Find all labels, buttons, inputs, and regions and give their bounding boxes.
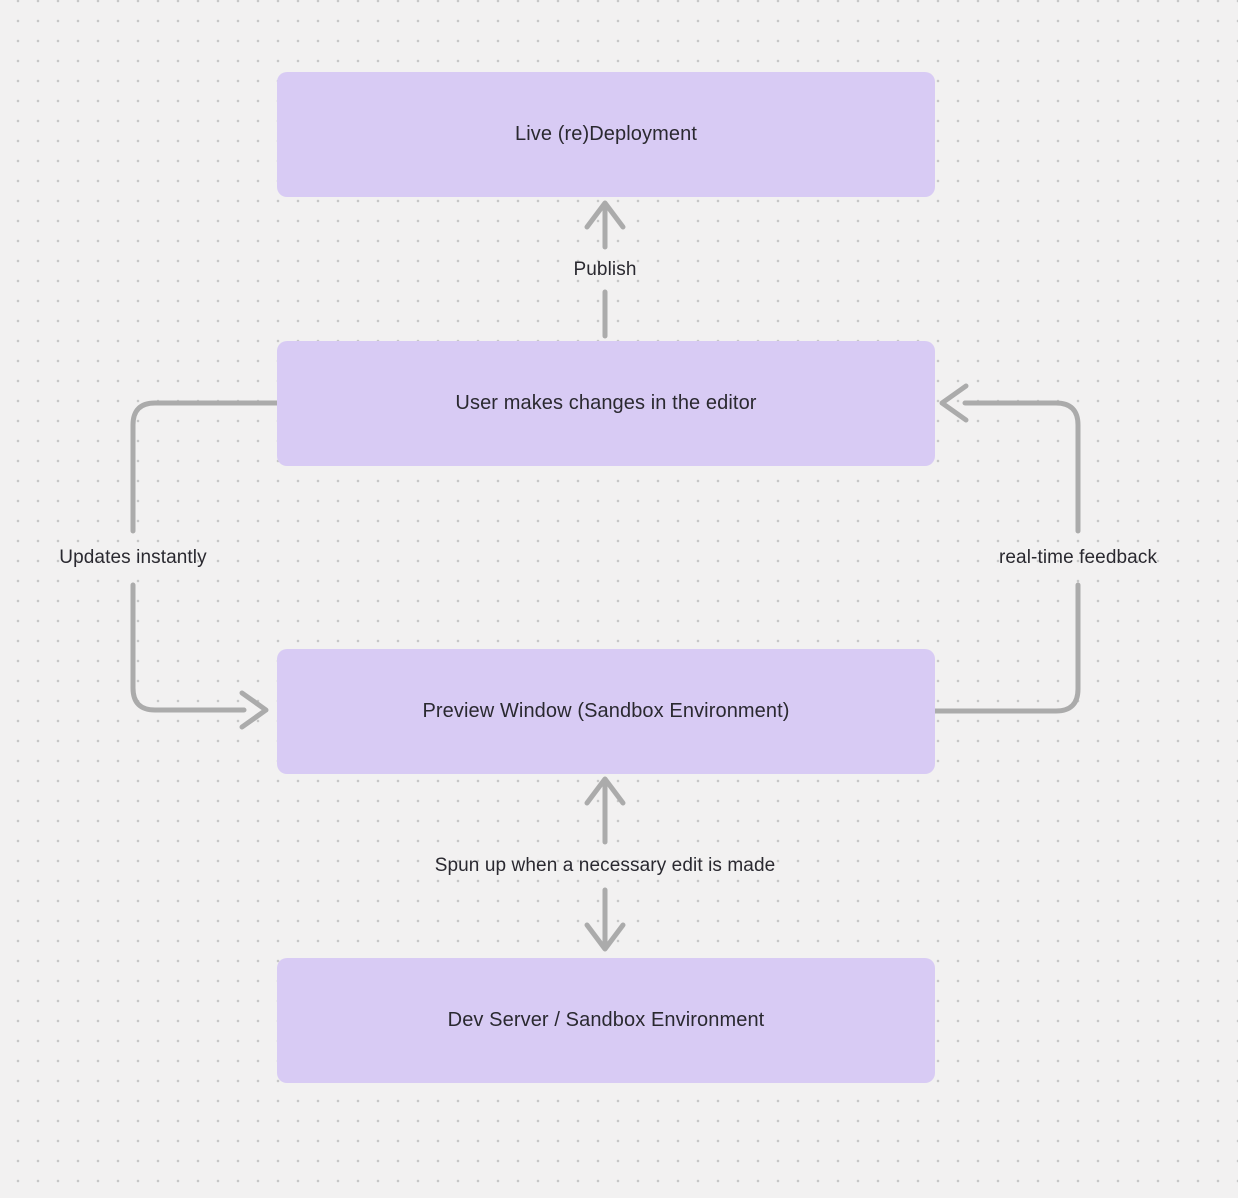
node-live-deployment[interactable]: Live (re)Deployment	[277, 72, 935, 197]
edge-label-real-time-feedback[interactable]: real-time feedback	[998, 547, 1158, 568]
edge-label-publish[interactable]: Publish	[573, 259, 637, 280]
edge-shaft	[130, 582, 247, 713]
node-label: Preview Window (Sandbox Environment)	[422, 700, 790, 722]
edge-label-updates-instantly[interactable]: Updates instantly	[59, 547, 207, 568]
edge-real-time-feedback-arrow[interactable]	[932, 383, 1081, 714]
edge-label-spun-up[interactable]: Spun up when a necessary edit is made	[434, 855, 776, 876]
edge-shaft	[130, 400, 280, 534]
arrowhead-down-icon	[584, 922, 626, 952]
node-user-editor[interactable]: User makes changes in the editor	[277, 341, 935, 466]
arrowhead-left-icon	[939, 383, 969, 423]
node-label: Live (re)Deployment	[515, 123, 697, 145]
arrowhead-up-icon	[584, 776, 626, 806]
node-dev-server[interactable]: Dev Server / Sandbox Environment	[277, 958, 935, 1083]
edge-publish-arrow[interactable]	[584, 200, 626, 339]
node-preview-window[interactable]: Preview Window (Sandbox Environment)	[277, 649, 935, 774]
arrowhead-up-icon	[584, 200, 626, 230]
edge-shaft	[962, 400, 1081, 534]
edge-updates-instantly-arrow[interactable]	[130, 400, 280, 730]
arrowhead-right-icon	[239, 690, 269, 730]
edge-spun-up-arrow[interactable]	[584, 776, 626, 952]
edge-shaft	[932, 582, 1081, 714]
node-label: User makes changes in the editor	[455, 392, 757, 414]
node-label: Dev Server / Sandbox Environment	[447, 1009, 765, 1031]
